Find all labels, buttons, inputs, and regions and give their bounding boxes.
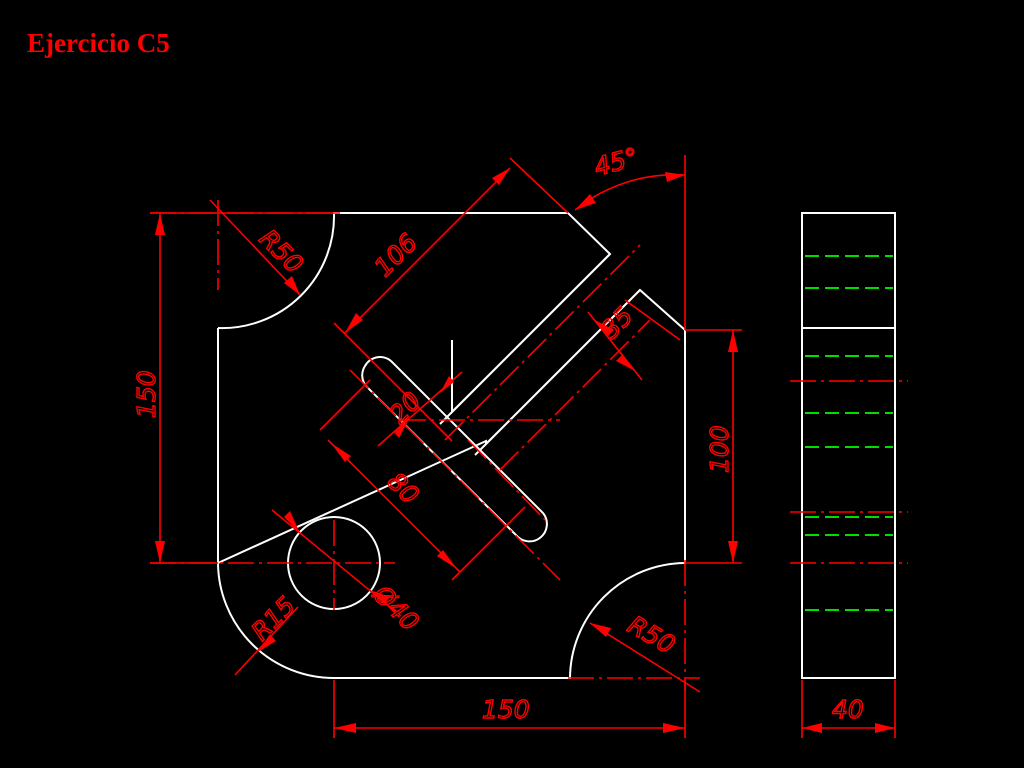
dim-side-label: 100 <box>705 425 734 473</box>
dim-hole-label: Ø40 <box>367 579 425 637</box>
dim-diagonal-label: 106 <box>369 228 423 282</box>
arm-junction <box>439 411 487 456</box>
dim-line-diagonal <box>333 157 569 442</box>
side-view-hidden-lines <box>805 255 893 611</box>
dim-line-side <box>685 329 742 564</box>
dim-line-height <box>150 212 340 564</box>
page-title: Ejercicio C5 <box>27 28 170 58</box>
side-view-outline <box>801 212 896 679</box>
dim-line-top-radius <box>209 199 301 296</box>
dim-angle-label: 45° <box>591 142 641 181</box>
dim-slot-length-label: 80 <box>382 467 425 510</box>
dim-line-width <box>333 680 686 738</box>
dim-corner-radius-label: R15 <box>246 591 301 646</box>
dim-bottom-radius-label: R50 <box>623 610 680 660</box>
dim-top-radius-label: R50 <box>254 224 309 279</box>
dim-height-label: 150 <box>132 370 161 418</box>
dim-width-label: 150 <box>482 695 530 724</box>
dim-thickness-label: 40 <box>832 695 864 724</box>
channel-edges <box>451 253 641 445</box>
dim-line-slot-length <box>319 379 526 581</box>
dim-slot-width-label: 20 <box>384 386 427 429</box>
side-view-center-lines <box>790 380 908 564</box>
dim-line-bottom-radius <box>589 622 701 693</box>
